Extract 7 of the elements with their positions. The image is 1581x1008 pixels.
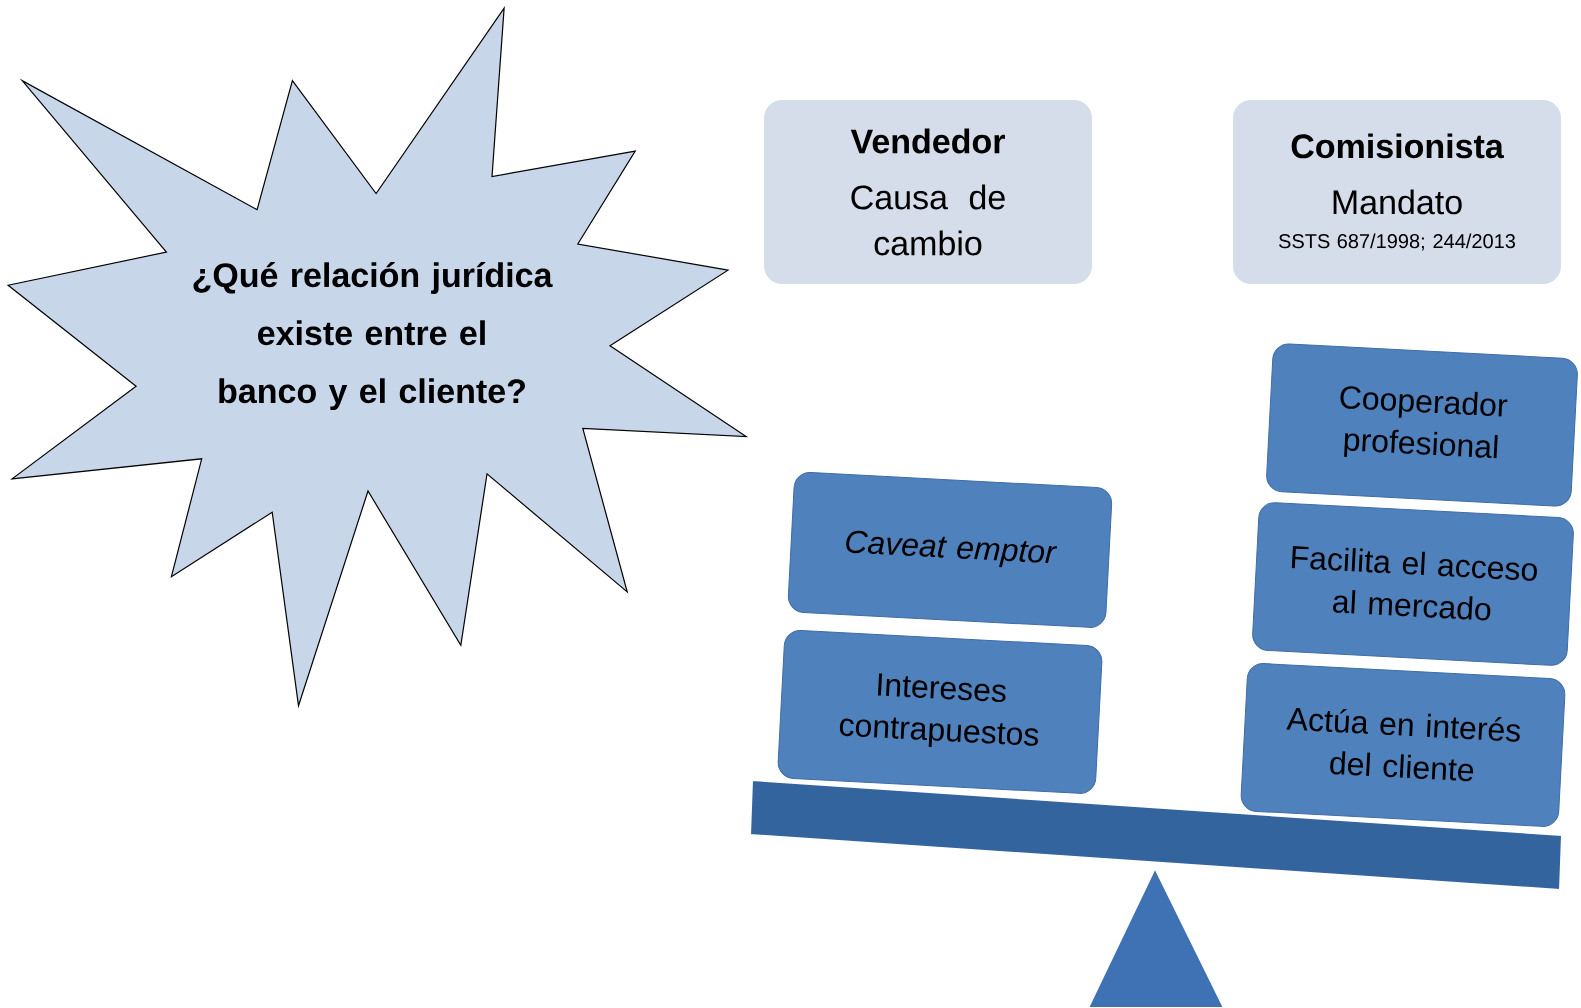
weight-box: Cooperador profesional [1266,343,1578,507]
label-box: Vendedor Causa de cambio [764,100,1092,284]
weight-box: Caveat emptor [787,472,1113,628]
weight-box: Facilita el acceso al mercado [1252,502,1574,666]
weight-box: Intereses contrapuestos [777,630,1103,794]
weight-box: Actúa en interés del cliente [1240,663,1566,827]
label-box: Comisionista Mandato SSTS 687/1998; 244/2013 [1233,100,1561,284]
